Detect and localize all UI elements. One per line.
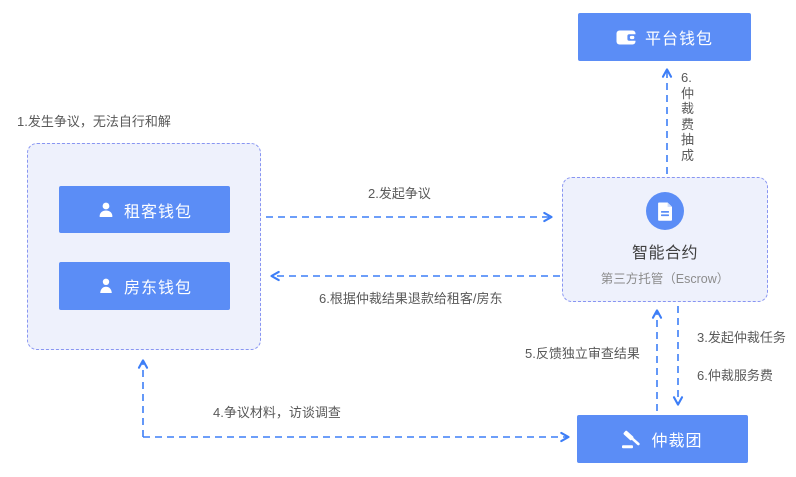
label-step6-refund: 6.根据仲裁结果退款给租客/房东: [319, 291, 503, 306]
label-step2-raise-dispute: 2.发起争议: [368, 186, 431, 201]
label-step6-fee-share: 6. 仲 裁 费 抽 成: [681, 70, 695, 163]
user-icon: [100, 278, 112, 293]
contract-icon-circle: [646, 192, 684, 230]
landlord-wallet-label: 房东钱包: [123, 280, 192, 297]
platform-wallet-label: 平台钱包: [644, 31, 713, 48]
tenant-wallet-node: 租客钱包: [59, 186, 230, 233]
label-step4-materials: 4.争议材料，访谈调查: [213, 405, 341, 420]
tenant-wallet-label: 租客钱包: [123, 203, 192, 221]
label-step6-service-fee: 6.仲裁服务费: [697, 368, 773, 383]
smart-contract-title: 智能合约: [631, 245, 698, 262]
label-step3-start-arbitration: 3.发起仲裁任务: [697, 330, 786, 345]
label-step5-feedback: 5.反馈独立审查结果: [525, 346, 640, 361]
wallet-icon: [616, 30, 636, 44]
platform-wallet-node: 平台钱包: [578, 13, 751, 61]
smart-contract-subtitle: 第三方托管（Escrow）: [600, 272, 730, 286]
arbitration-panel-node: 仲裁团: [577, 415, 748, 463]
smart-contract-node: 智能合约 第三方托管（Escrow）: [562, 177, 768, 302]
document-icon: [658, 202, 672, 221]
user-icon: [99, 202, 113, 217]
dispute-parties-group-box: [27, 143, 261, 350]
arbitration-panel-label: 仲裁团: [651, 433, 703, 450]
label-step1-dispute-note: 1.发生争议，无法自行和解: [17, 114, 171, 129]
landlord-wallet-node: 房东钱包: [59, 262, 230, 310]
gavel-icon: [622, 430, 641, 448]
